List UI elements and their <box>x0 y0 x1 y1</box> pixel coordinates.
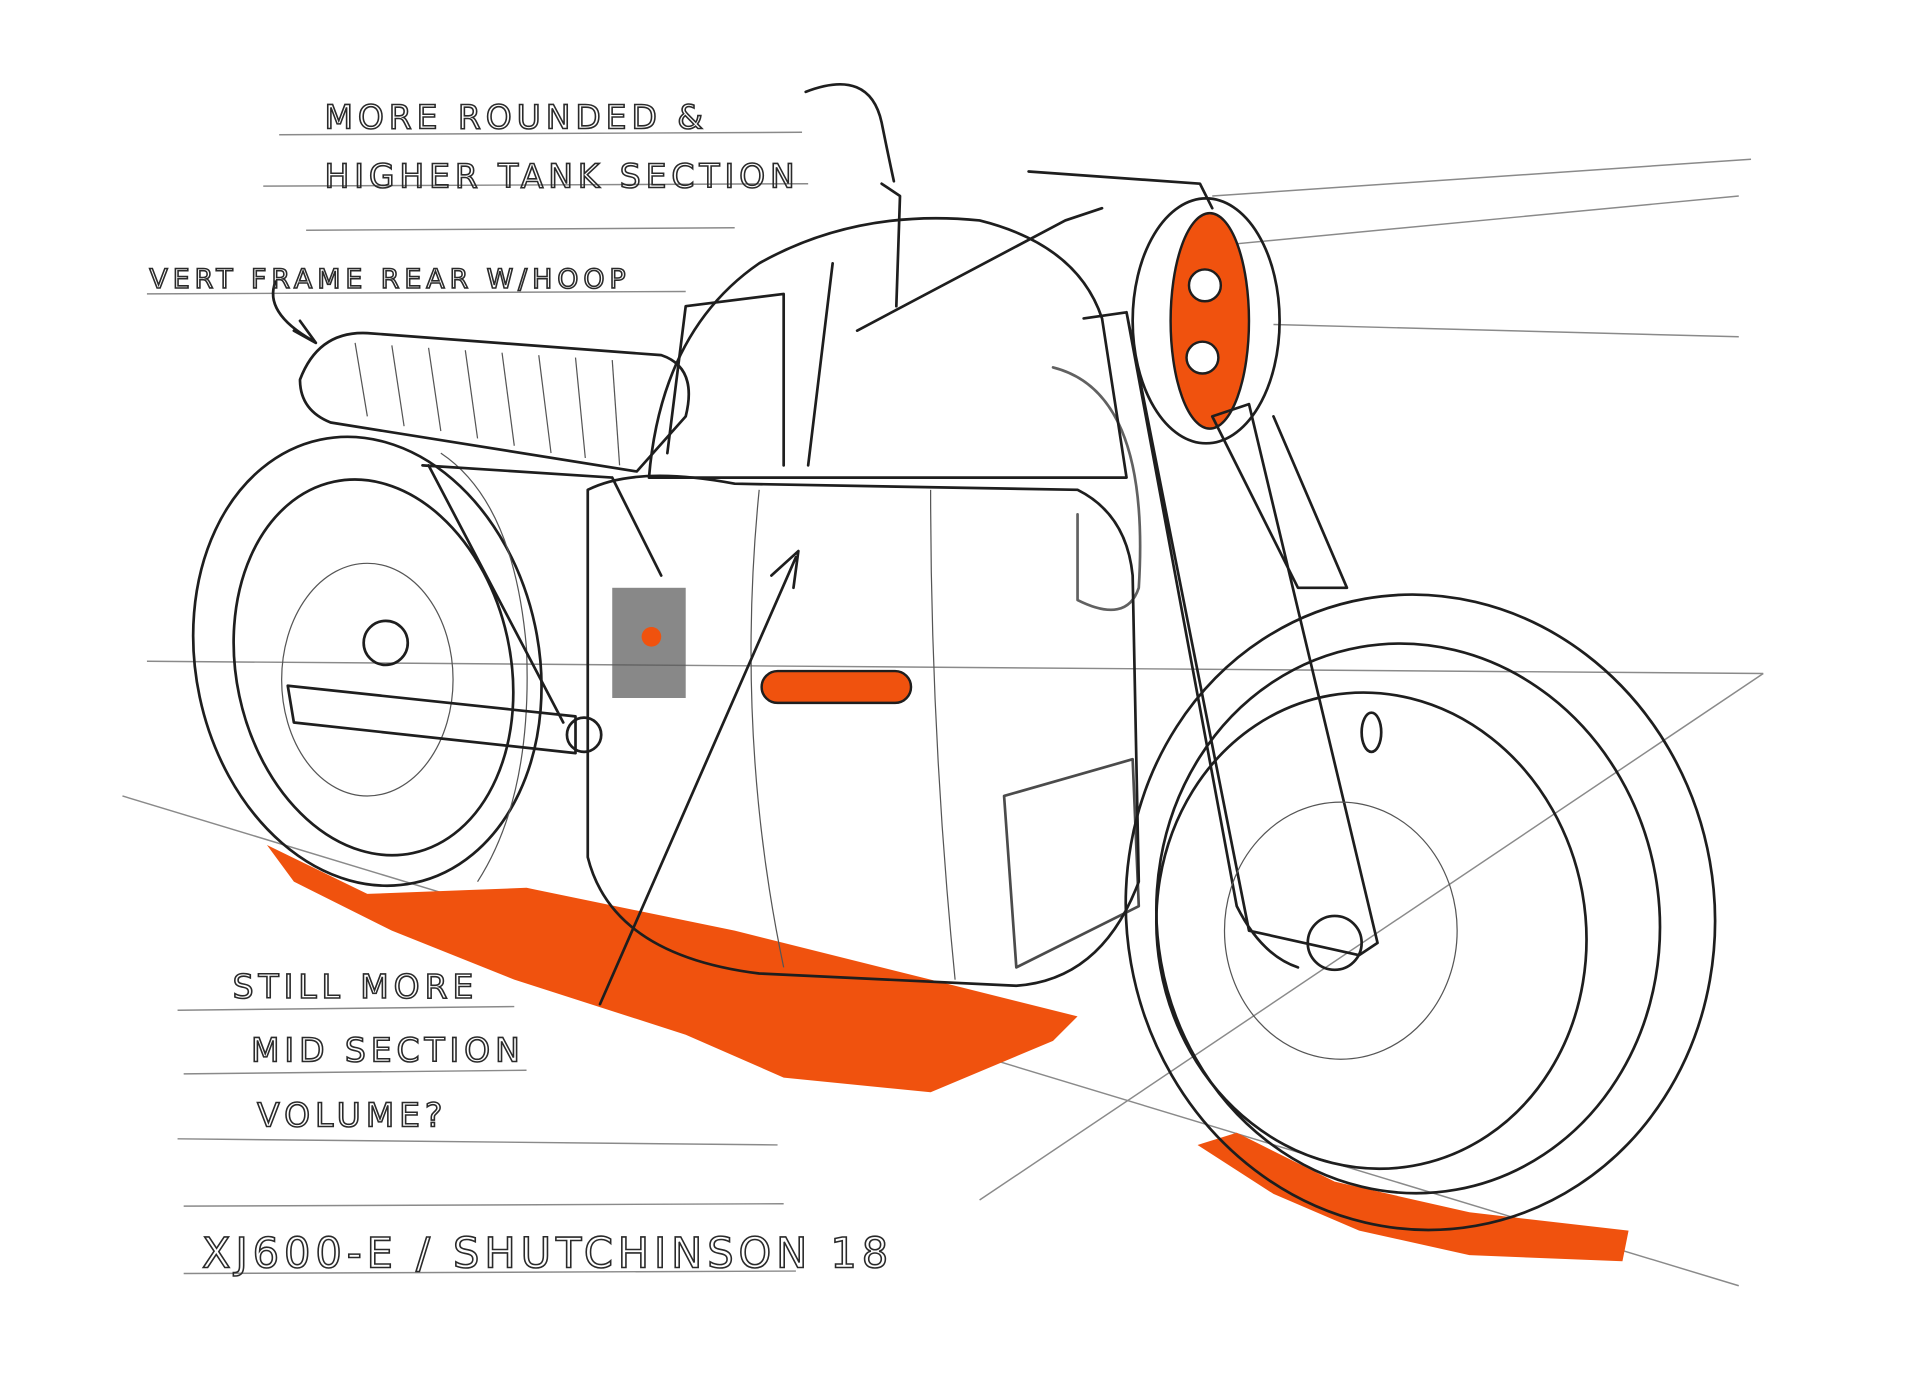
frame <box>421 464 663 724</box>
pivot <box>565 716 603 754</box>
mid-note-arrow <box>598 549 800 1006</box>
rear-wheel <box>191 435 543 888</box>
mid-note-line2: MID SECTION <box>251 1031 525 1070</box>
fuel-tank <box>647 216 1128 479</box>
rear-ground-shadow <box>266 844 1078 1093</box>
mid-note-line1: STILL MORE <box>233 967 479 1006</box>
swingarm <box>286 684 577 755</box>
signature: XJ600-E / SHUTCHINSON 18 <box>202 1228 893 1277</box>
front-wheel <box>1124 593 1717 1232</box>
side-indicator <box>760 669 913 705</box>
frame-note: VERT FRAME REAR W/HOOP <box>149 264 630 295</box>
tank-note-arrow <box>804 83 896 183</box>
seat <box>298 331 691 473</box>
mid-note-line3: VOLUME? <box>257 1096 447 1135</box>
frame-note-arrow <box>271 280 318 345</box>
front-fork <box>1082 310 1379 969</box>
side-vent <box>1002 757 1141 969</box>
tank-note-line2: HIGHER TANK SECTION <box>324 156 799 195</box>
tank-note-line1: MORE ROUNDED & <box>324 98 707 137</box>
handlebar <box>855 170 1214 332</box>
front-ground-shadow <box>1197 1132 1629 1262</box>
headlight <box>1131 197 1281 445</box>
mid-body <box>586 474 1141 988</box>
